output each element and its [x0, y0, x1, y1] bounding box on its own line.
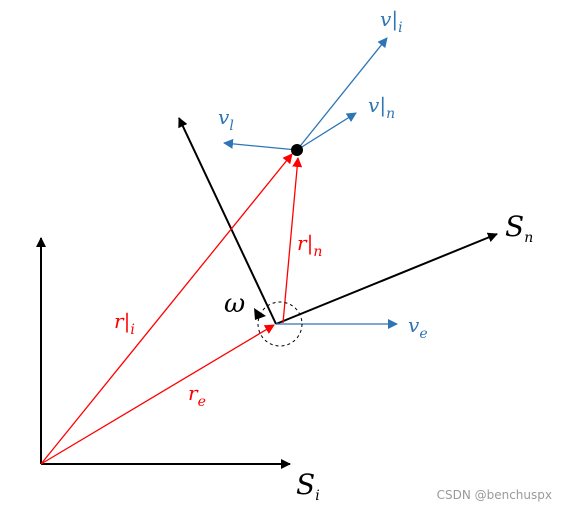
label-v-l: vl	[218, 105, 234, 134]
label-v-n: v|n	[368, 93, 395, 122]
rotation-arrowhead	[254, 308, 266, 320]
label-s-i: Si	[296, 468, 320, 504]
rotation-circle	[257, 301, 303, 347]
label-omega: ω	[224, 289, 245, 319]
vector-r-n	[282, 157, 303, 324]
sn-x-axis	[275, 232, 498, 325]
label-r-i: r|i	[114, 309, 135, 338]
vector-v-l	[223, 138, 298, 151]
watermark: CSDN @benchuspx	[436, 488, 552, 502]
label-v-i: v|i	[380, 7, 403, 36]
particle-point	[291, 144, 303, 156]
sn-y-axis	[178, 117, 277, 325]
vector-r-e	[40, 324, 275, 465]
vector-r-i	[40, 153, 293, 465]
label-v-e: ve	[408, 313, 428, 342]
label-r-e: re	[188, 381, 206, 410]
label-r-n: r|n	[297, 231, 322, 260]
label-s-n: Sn	[505, 210, 533, 246]
vector-v-i	[296, 37, 388, 151]
vector-v-n	[296, 112, 357, 151]
